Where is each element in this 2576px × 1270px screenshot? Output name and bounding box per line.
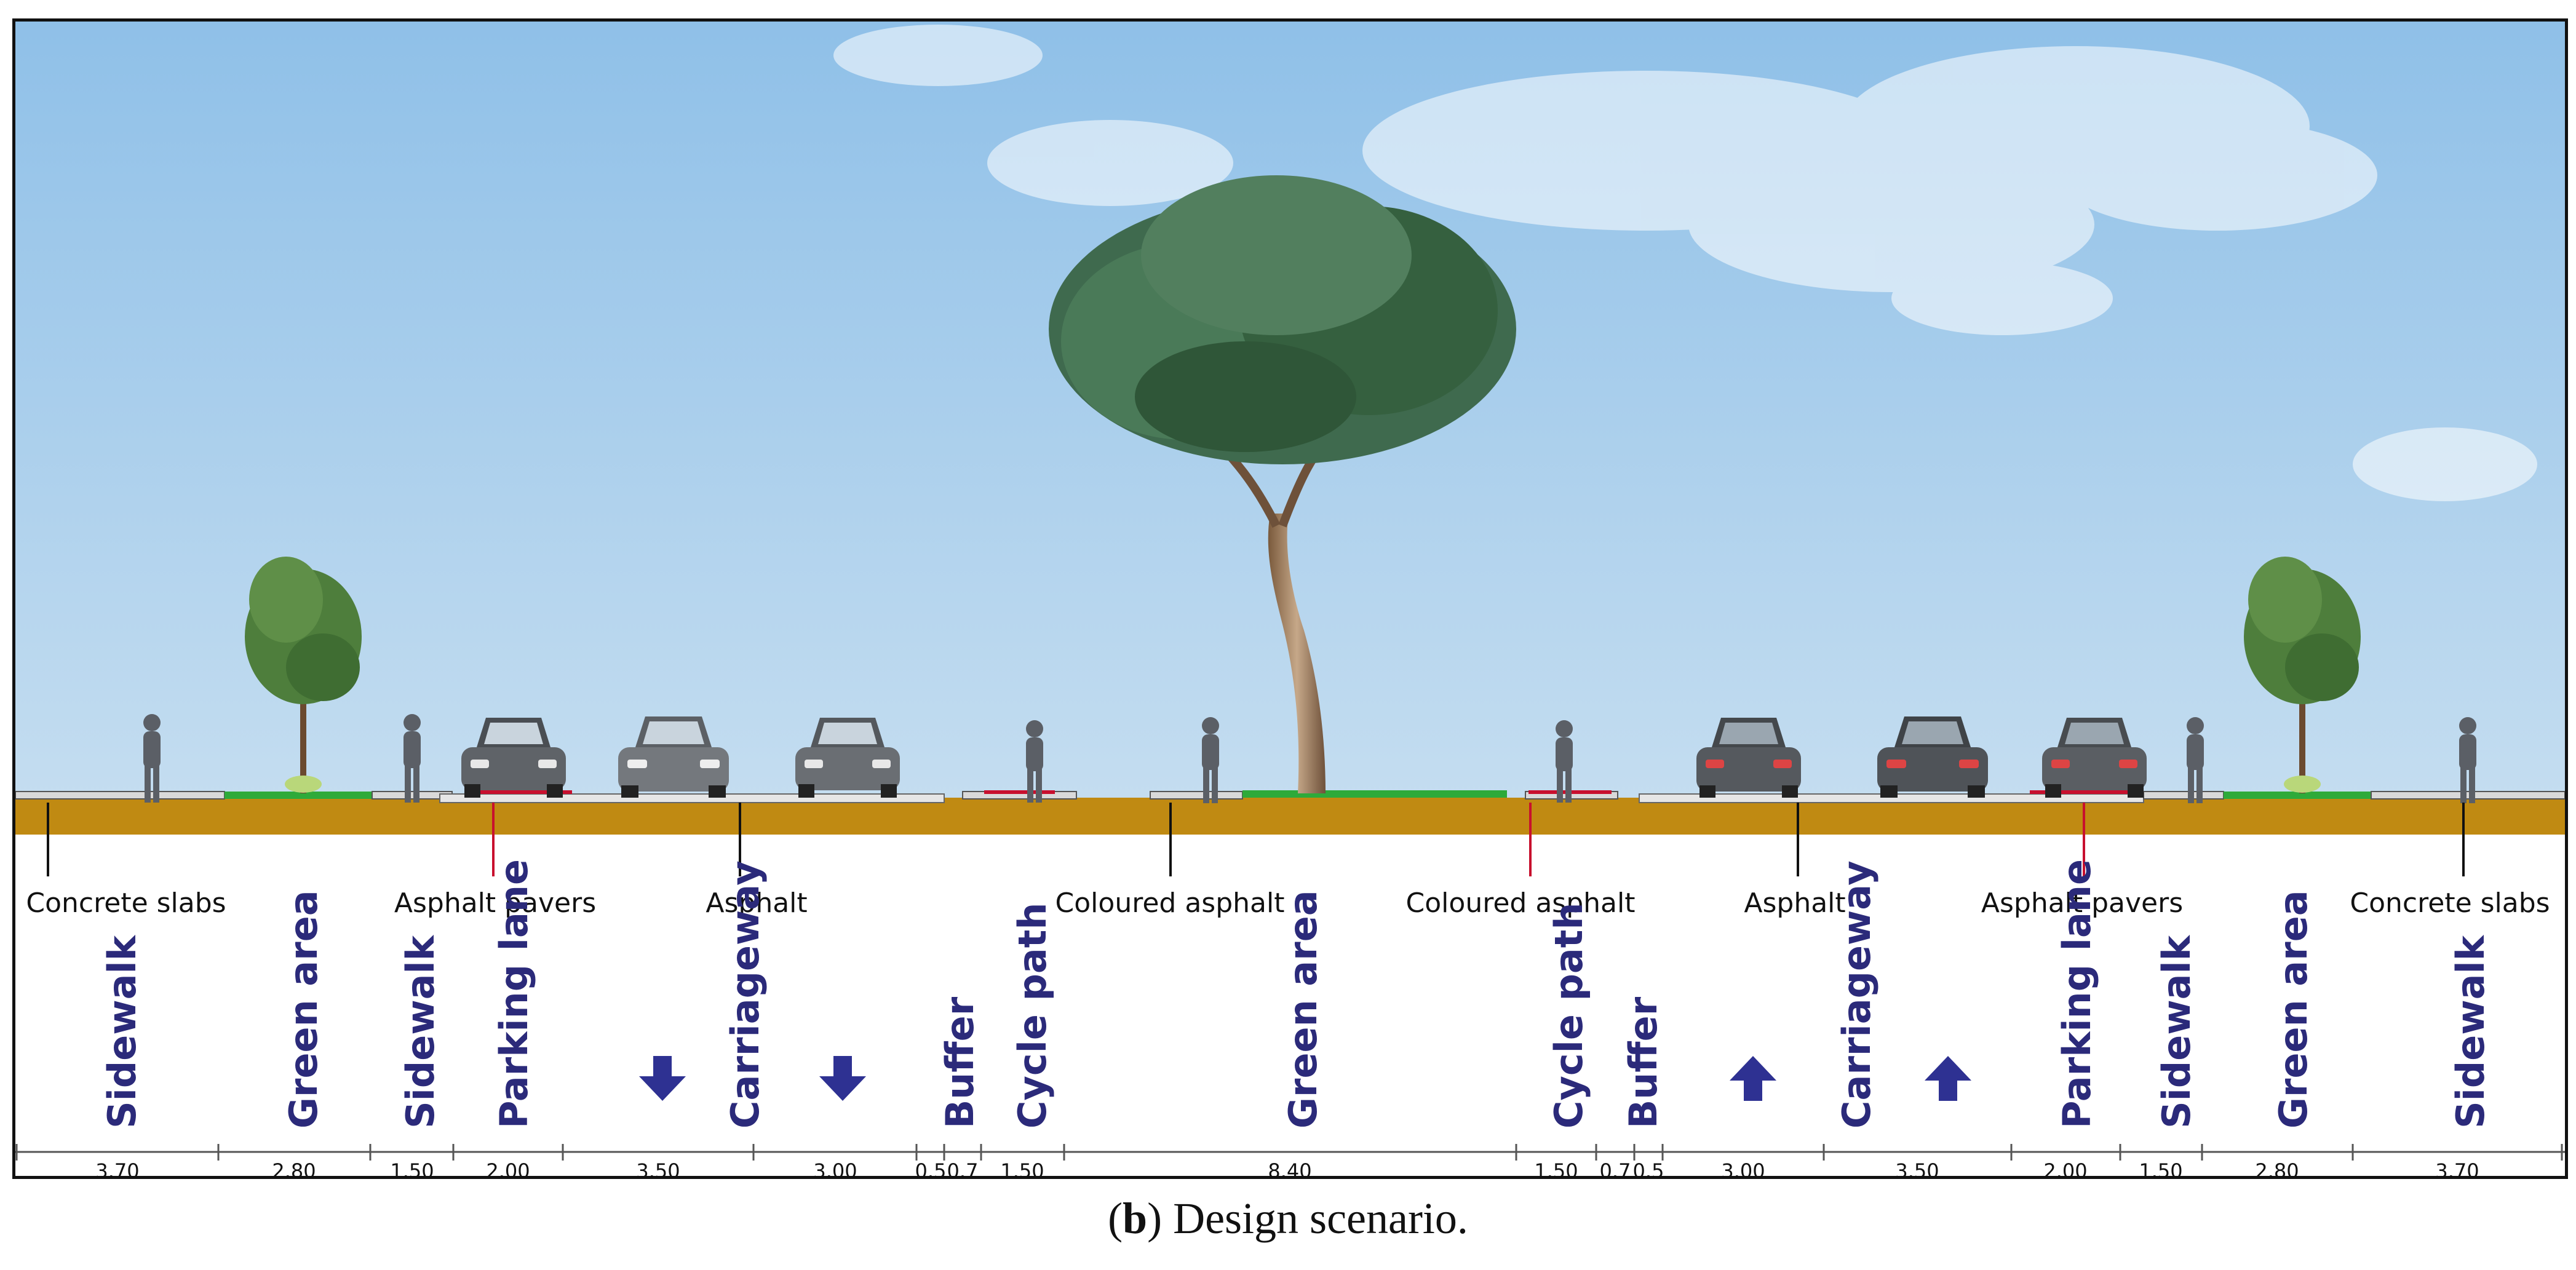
caption-text: ) Design scenario. bbox=[1147, 1194, 1468, 1243]
dimension-value: 0.5 bbox=[915, 1159, 947, 1176]
material-label: Concrete slabs bbox=[2350, 887, 2550, 919]
tree-right-icon bbox=[2244, 557, 2361, 793]
dimension-value: 3.50 bbox=[636, 1159, 680, 1176]
car-icon bbox=[2042, 718, 2147, 798]
lane-label: Cycle path bbox=[1010, 902, 1055, 1129]
lane-label: Green area bbox=[281, 890, 326, 1129]
material-label: Asphalt bbox=[1744, 887, 1845, 919]
dimension-value: 1.50 bbox=[2139, 1159, 2182, 1176]
lane-label: Green area bbox=[2271, 890, 2316, 1129]
lane-label: Parking lane bbox=[2054, 859, 2099, 1129]
cross-section-figure: Concrete slabs Asphalt pavers Asphalt Co… bbox=[12, 18, 2568, 1179]
material-label: Concrete slabs bbox=[26, 887, 226, 919]
dimension-value: 3.70 bbox=[2435, 1159, 2479, 1176]
lane-label: Parking lane bbox=[491, 859, 536, 1129]
dimension-value: 2.00 bbox=[486, 1159, 530, 1176]
arrow-up-icon bbox=[1925, 1056, 1971, 1101]
arrow-down-icon bbox=[639, 1056, 686, 1101]
material-label: Asphalt pavers bbox=[1981, 887, 2183, 919]
dimension-value: 0.7 bbox=[1600, 1159, 1631, 1176]
caption-letter: b bbox=[1123, 1194, 1148, 1243]
lane-label: Sidewalk bbox=[2448, 934, 2493, 1129]
lane-label: Buffer bbox=[937, 996, 982, 1129]
lane-label: Carriageway bbox=[723, 860, 768, 1129]
lane-labels: Sidewalk Green area Sidewalk Parking lan… bbox=[100, 859, 2493, 1129]
dimension-value: 1.50 bbox=[390, 1159, 434, 1176]
car-icon bbox=[461, 718, 566, 798]
dimension-value: 3.00 bbox=[813, 1159, 857, 1176]
dimension-value: 3.00 bbox=[1721, 1159, 1765, 1176]
car-icon bbox=[1696, 718, 1801, 798]
material-label: Coloured asphalt bbox=[1406, 887, 1636, 919]
lane-label: Carriageway bbox=[1834, 860, 1879, 1129]
material-label: Coloured asphalt bbox=[1055, 887, 1285, 919]
dimension-value: 2.80 bbox=[272, 1159, 316, 1176]
car-icon bbox=[795, 718, 900, 798]
dimension-value: 3.70 bbox=[95, 1159, 139, 1176]
dimension-line bbox=[15, 1144, 2565, 1161]
umbrella-pine-icon bbox=[1049, 175, 1516, 793]
lane-label: Sidewalk bbox=[398, 934, 443, 1129]
lane-label: Sidewalk bbox=[100, 934, 145, 1129]
lane-label: Buffer bbox=[1621, 996, 1666, 1129]
dimension-value: 1.50 bbox=[1000, 1159, 1044, 1176]
car-icon bbox=[618, 716, 729, 798]
material-label: Asphalt bbox=[706, 887, 807, 919]
dimension-value: 1.50 bbox=[1534, 1159, 1578, 1176]
soil-layer bbox=[15, 798, 2565, 835]
dimension-value: 0.7 bbox=[947, 1159, 979, 1176]
material-label: Asphalt pavers bbox=[394, 887, 596, 919]
dimension-values: 3.70 2.80 1.50 2.00 3.50 3.00 0.5 0.7 1.… bbox=[95, 1159, 2479, 1176]
tree-left-icon bbox=[245, 557, 362, 793]
lane-label: Sidewalk bbox=[2154, 934, 2199, 1129]
car-icons bbox=[461, 716, 2147, 798]
direction-arrows bbox=[639, 1056, 1971, 1101]
clouds bbox=[833, 25, 2537, 501]
street-cross-section: Concrete slabs Asphalt pavers Asphalt Co… bbox=[15, 22, 2565, 1176]
dimension-value: 3.50 bbox=[1895, 1159, 1939, 1176]
material-leaders bbox=[47, 803, 2465, 876]
arrow-down-icon bbox=[819, 1056, 866, 1101]
pedestrian-icons bbox=[143, 714, 2476, 803]
dimension-value: 2.80 bbox=[2255, 1159, 2299, 1176]
dimension-value: 2.00 bbox=[2043, 1159, 2087, 1176]
dimension-value: 8.40 bbox=[1268, 1159, 1311, 1176]
arrow-up-icon bbox=[1730, 1056, 1776, 1101]
lane-label: Green area bbox=[1281, 890, 1326, 1129]
dimension-value: 0.5 bbox=[1633, 1159, 1664, 1176]
car-icon bbox=[1877, 716, 1988, 798]
material-labels: Concrete slabs Asphalt pavers Asphalt Co… bbox=[26, 887, 2550, 919]
figure-caption: (b) Design scenario. bbox=[1108, 1194, 1468, 1243]
lane-label: Cycle path bbox=[1546, 902, 1591, 1129]
